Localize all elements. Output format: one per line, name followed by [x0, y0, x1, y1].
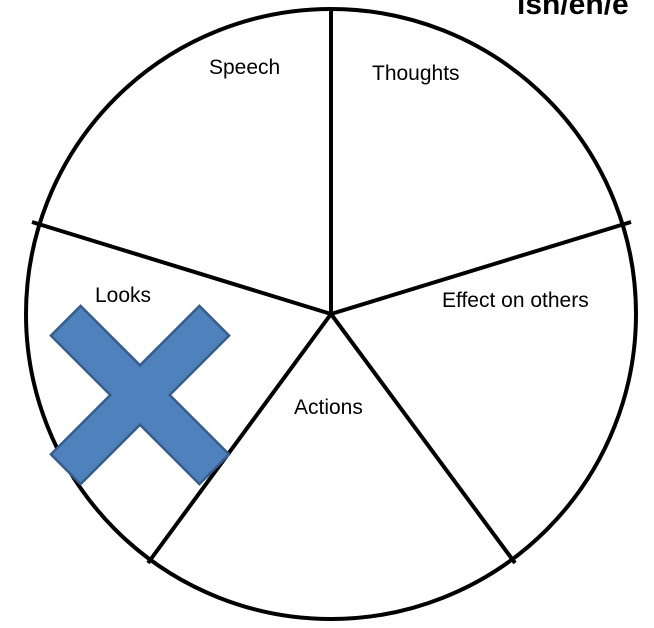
divider-speech-looks: [31, 220, 332, 316]
divider-thoughts-effect: [330, 220, 632, 316]
segment-label-speech: Speech: [209, 56, 280, 79]
corner-text: ish/eh/e: [517, 0, 629, 21]
segment-label-looks: Looks: [95, 284, 151, 307]
cross-icon: [49, 304, 231, 486]
segment-label-actions: Actions: [294, 396, 363, 419]
segment-label-thoughts: Thoughts: [372, 62, 460, 85]
segment-label-effect-on-others: Effect on others: [442, 289, 589, 312]
divider-looks-actions: [146, 312, 333, 565]
divider-actions-effect: [329, 312, 517, 565]
